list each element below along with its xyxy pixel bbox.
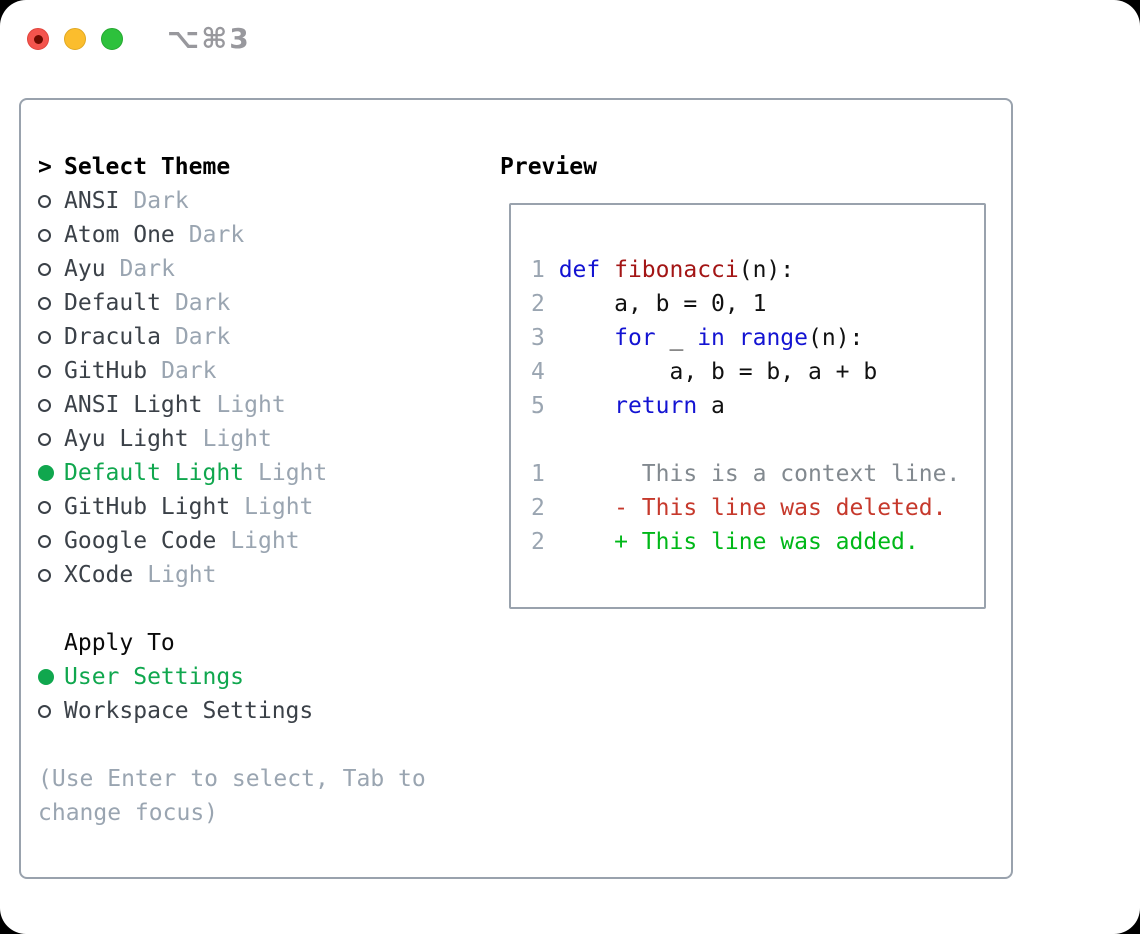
close-button[interactable]	[27, 28, 49, 50]
help-hint: (Use Enter to select, Tab to change focu…	[38, 766, 426, 826]
theme-option-name: Atom One	[64, 222, 175, 248]
theme-option-atom-one[interactable]: Atom One Dark	[38, 218, 500, 252]
radio-icon	[38, 568, 64, 582]
theme-option-name: Ayu	[64, 256, 106, 282]
preview-column: Preview 1 def fibonacci(n): 2 a, b = 0, 1…	[500, 150, 1011, 877]
preview-heading: Preview	[500, 154, 597, 180]
apply-to-header: Apply To	[38, 626, 500, 660]
theme-option-name: GitHub Light	[64, 494, 231, 520]
theme-option-ansi[interactable]: ANSI Dark	[38, 184, 500, 218]
traffic-lights	[27, 28, 123, 50]
theme-option-ansi-light[interactable]: ANSI Light Light	[38, 388, 500, 422]
radio-icon	[38, 194, 64, 208]
window-title: ⌥⌘3	[167, 22, 251, 55]
theme-option-xcode[interactable]: XCode Light	[38, 558, 500, 592]
code-line	[531, 423, 984, 457]
unsaved-dot-icon	[33, 34, 43, 44]
radio-icon	[38, 704, 64, 718]
radio-icon	[38, 262, 64, 276]
radio-icon	[38, 296, 64, 310]
code-line: 5 return a	[531, 393, 725, 419]
minimize-button[interactable]	[64, 28, 86, 50]
apply-option-user-settings[interactable]: User Settings	[38, 660, 500, 694]
theme-option-variant: Light	[202, 426, 272, 452]
radio-icon	[38, 500, 64, 514]
theme-option-name: Default Light	[64, 460, 245, 486]
code-line: 1 def fibonacci(n):	[531, 257, 795, 283]
code-preview: 1 def fibonacci(n): 2 a, b = 0, 1 3 for _ …	[531, 253, 984, 559]
apply-option-workspace-settings[interactable]: Workspace Settings	[38, 694, 500, 728]
theme-option-variant: Light	[230, 528, 300, 554]
theme-option-name: GitHub	[64, 358, 148, 384]
theme-option-name: ANSI	[64, 188, 120, 214]
radio-icon	[38, 228, 64, 242]
theme-option-name: Ayu Light	[64, 426, 189, 452]
theme-option-variant: Light	[244, 494, 314, 520]
theme-option-variant: Dark	[174, 290, 231, 316]
radio-icon	[38, 534, 64, 548]
theme-option-default-light[interactable]: Default Light Light	[38, 456, 500, 490]
theme-option-variant: Dark	[133, 188, 189, 214]
theme-option-github-light[interactable]: GitHub Light Light	[38, 490, 500, 524]
code-line: 1 This is a context line.	[531, 461, 961, 487]
theme-option-github[interactable]: GitHub Dark	[38, 354, 500, 388]
theme-option-variant: Light	[147, 562, 217, 588]
theme-option-dracula[interactable]: Dracula Dark	[38, 320, 500, 354]
select-theme-header: > Select Theme	[38, 150, 500, 184]
radio-icon	[38, 398, 64, 412]
theme-option-google-code[interactable]: Google Code Light	[38, 524, 500, 558]
code-line: 3 for _ in range(n):	[531, 325, 864, 351]
zoom-button[interactable]	[101, 28, 123, 50]
apply-option-label: User Settings	[64, 664, 245, 690]
theme-option-name: ANSI Light	[64, 392, 203, 418]
spacer	[38, 592, 500, 626]
apply-to-label: Apply To	[64, 630, 175, 656]
preview-box: 1 def fibonacci(n): 2 a, b = 0, 1 3 for _ …	[509, 203, 986, 609]
code-line: 4 a, b = b, a + b	[531, 359, 878, 385]
theme-option-variant: Light	[216, 392, 286, 418]
theme-option-name: Dracula	[64, 324, 161, 350]
titlebar: ⌥⌘3	[0, 0, 1140, 98]
theme-option-ayu[interactable]: Ayu Dark	[38, 252, 500, 286]
radio-icon	[38, 330, 64, 344]
theme-option-variant: Dark	[119, 256, 175, 282]
selected-radio-icon	[38, 465, 64, 481]
code-line: 2 a, b = 0, 1	[531, 291, 767, 317]
prompt-caret: >	[38, 154, 52, 180]
theme-option-ayu-light[interactable]: Ayu Light Light	[38, 422, 500, 456]
theme-option-default[interactable]: Default Dark	[38, 286, 500, 320]
theme-option-variant: Dark	[174, 324, 231, 350]
selected-radio-icon	[38, 669, 64, 685]
theme-option-name: XCode	[64, 562, 134, 588]
theme-option-name: Default	[64, 290, 161, 316]
theme-option-variant: Dark	[188, 222, 245, 248]
select-theme-label: Select Theme	[64, 154, 231, 180]
radio-icon	[38, 364, 64, 378]
radio-icon	[38, 432, 64, 446]
theme-option-variant: Dark	[161, 358, 217, 384]
theme-option-variant: Light	[258, 460, 328, 486]
apply-option-label: Workspace Settings	[64, 698, 314, 724]
theme-option-name: Google Code	[64, 528, 217, 554]
code-line: 2 + This line was added.	[531, 529, 919, 555]
code-line: 2 - This line was deleted.	[531, 495, 947, 521]
spacer	[38, 728, 500, 762]
